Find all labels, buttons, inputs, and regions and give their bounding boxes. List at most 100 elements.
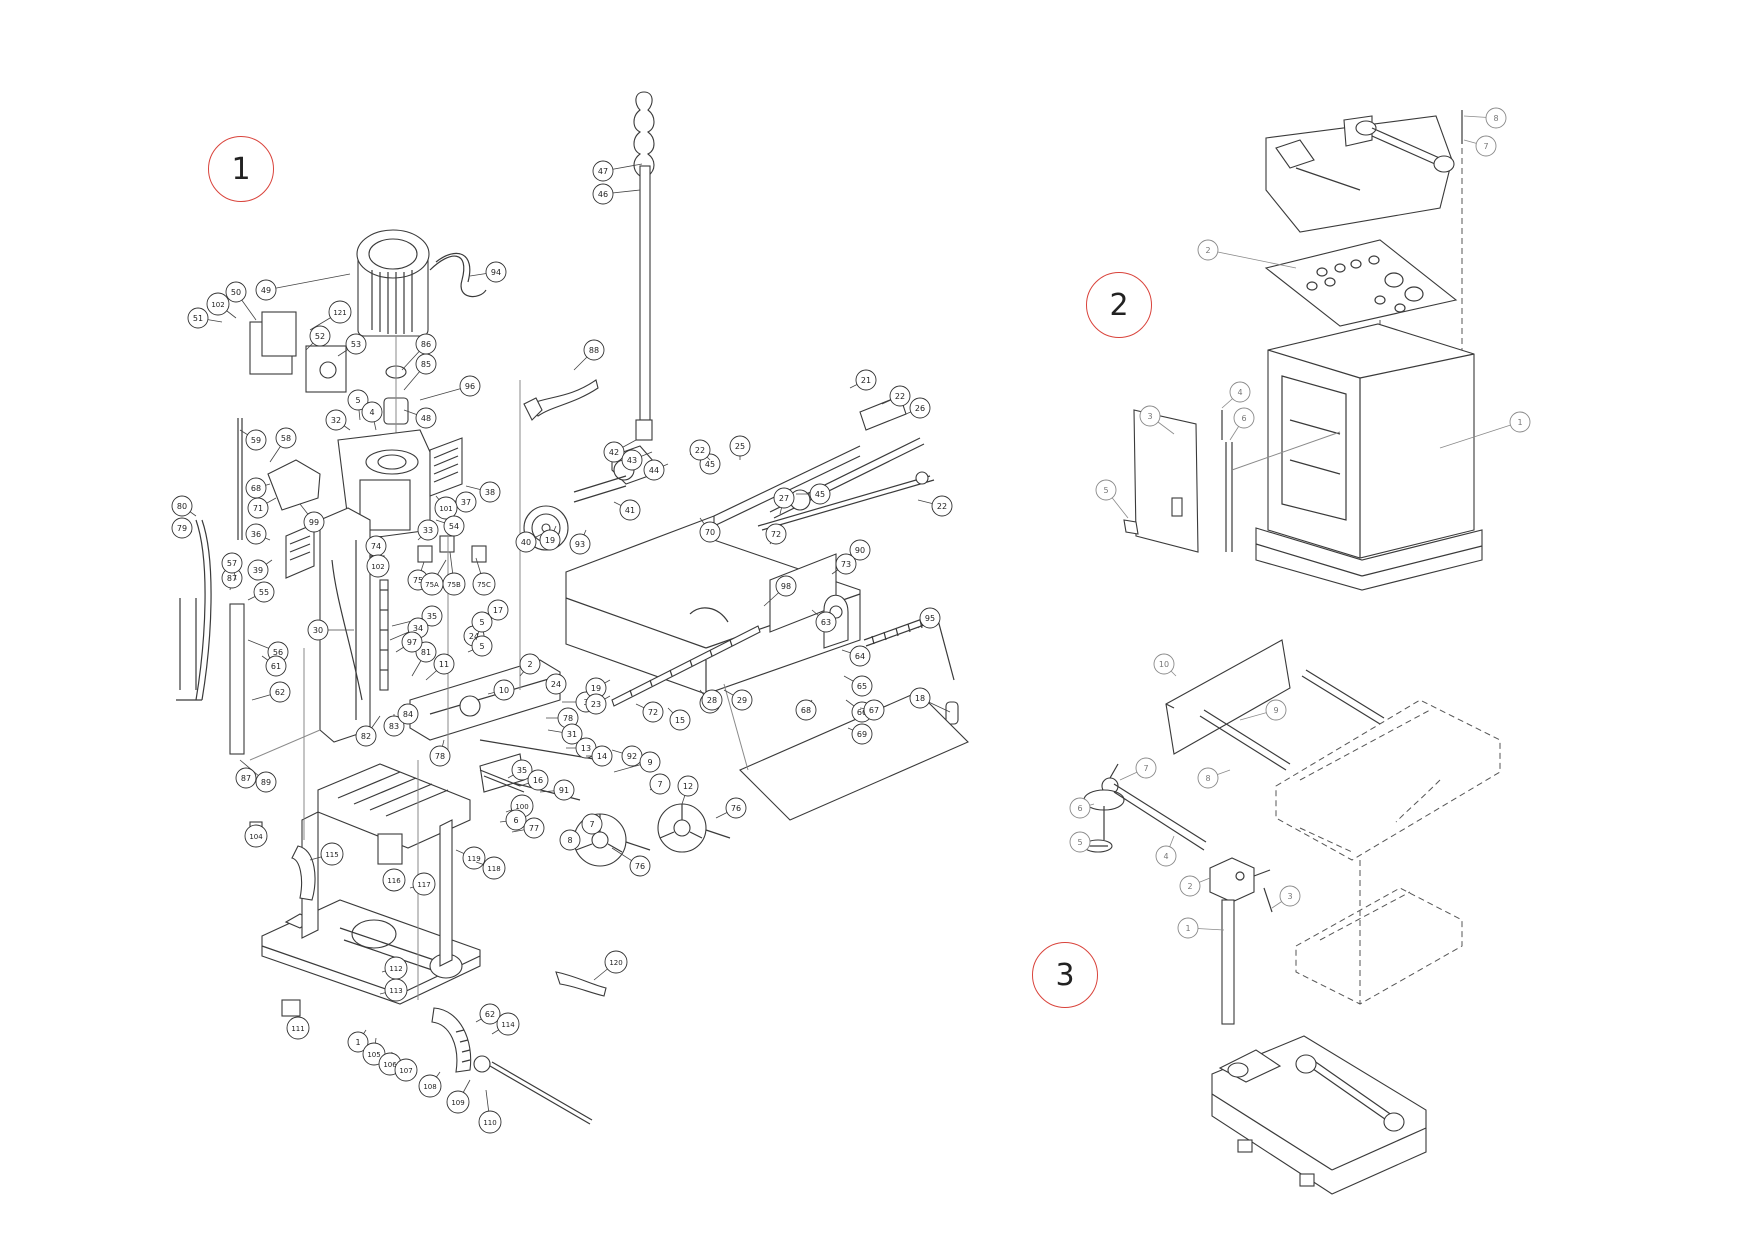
callout-s1-7: 7 xyxy=(581,813,603,835)
callout-bubble xyxy=(253,581,275,603)
callout-s1-88: 88 xyxy=(573,339,605,371)
callout-number: 2 xyxy=(1205,246,1210,255)
callout-number: 117 xyxy=(417,881,430,889)
callout-number: 59 xyxy=(251,436,261,445)
callout-number: 72 xyxy=(648,708,658,717)
callout-number: 8 xyxy=(1493,114,1498,123)
callout-number: 74 xyxy=(371,542,381,551)
carriage-outline xyxy=(1275,699,1501,1005)
callout-number: 4 xyxy=(369,408,374,417)
callout-bubble xyxy=(1509,411,1531,433)
callout-bubble xyxy=(401,631,423,653)
callout-s3-9: 9 xyxy=(1239,699,1287,721)
callout-s1-115: 115 xyxy=(309,842,344,866)
callout-bubble xyxy=(559,829,581,851)
callout-s1-53: 53 xyxy=(337,333,367,357)
callout-s1-63: 63 xyxy=(811,609,837,633)
callout-number: 78 xyxy=(563,714,573,723)
callout-s1-85: 85 xyxy=(403,353,437,391)
callout-bubble xyxy=(459,375,481,397)
callout-s1-72: 72 xyxy=(635,701,664,723)
callout-bubble xyxy=(325,409,347,431)
callout-bubble xyxy=(265,655,287,677)
callout-bubble xyxy=(1179,875,1201,897)
callout-s1-102: 102 xyxy=(206,292,237,319)
callout-s1-67: 67 xyxy=(859,699,885,721)
callout-number: 99 xyxy=(309,518,319,527)
callout-s1-84: 84 xyxy=(397,703,419,725)
callout-bubble xyxy=(931,495,953,517)
callout-number: 5 xyxy=(1077,838,1082,847)
callout-number: 83 xyxy=(389,722,399,731)
callout-bubble xyxy=(455,491,477,513)
callout-number: 111 xyxy=(291,1025,304,1033)
callout-number: 33 xyxy=(423,526,433,535)
callout-bubble xyxy=(347,1031,369,1053)
callout-bubble xyxy=(1177,917,1199,939)
callout-number: 32 xyxy=(331,416,341,425)
callout-s1-118: 118 xyxy=(475,856,506,880)
callout-bubble xyxy=(245,429,267,451)
callout-number: 92 xyxy=(627,752,637,761)
section-3-marker: 3 xyxy=(1032,942,1098,1008)
callout-number: 22 xyxy=(937,502,947,511)
callout-number: 48 xyxy=(421,414,431,423)
callout-number: 91 xyxy=(559,786,569,795)
callout-bubble xyxy=(478,1110,502,1134)
callout-number: 76 xyxy=(731,804,741,813)
callout-bubble xyxy=(355,725,377,747)
callout-s1-114: 114 xyxy=(491,1012,520,1036)
callout-s1-117: 117 xyxy=(409,872,436,896)
callout-bubble xyxy=(1155,845,1177,867)
callout-bubble xyxy=(1139,405,1161,427)
callout-s1-75C: 75C xyxy=(472,557,496,596)
callout-bubble xyxy=(361,401,383,423)
callout-bubble xyxy=(527,769,549,791)
callout-s1-75B: 75B xyxy=(442,551,466,596)
callout-number: 120 xyxy=(609,959,622,967)
callout-s1-95: 95 xyxy=(917,607,941,629)
callout-s3-6: 6 xyxy=(1069,797,1095,819)
callout-bubble xyxy=(244,824,268,848)
stand-top-frame xyxy=(1265,115,1455,233)
callout-number: 52 xyxy=(315,332,325,341)
section-2-assembly xyxy=(1123,110,1483,591)
callout-s1-94: 94 xyxy=(469,261,507,283)
callout-number: 95 xyxy=(925,614,935,623)
callout-number: 115 xyxy=(325,851,338,859)
callout-s1-120: 120 xyxy=(593,950,628,981)
callout-bubble xyxy=(496,1012,520,1036)
callout-number: 35 xyxy=(517,766,527,775)
callout-number: 81 xyxy=(421,648,431,657)
callout-s1-27: 27 xyxy=(773,487,795,515)
callout-bubble xyxy=(482,856,506,880)
callout-number: 7 xyxy=(1143,764,1148,773)
callout-s2-3: 3 xyxy=(1139,405,1175,435)
callout-s1-19: 19 xyxy=(585,677,611,699)
callout-s1-58: 58 xyxy=(269,427,297,463)
callout-number: 45 xyxy=(705,460,715,469)
callout-bubble xyxy=(592,160,614,182)
callout-s1-1: 1 xyxy=(347,1029,369,1053)
callout-number: 6 xyxy=(1077,804,1082,813)
callout-bubble xyxy=(545,673,567,695)
callout-leader xyxy=(1439,421,1521,449)
callout-bubble xyxy=(909,687,931,709)
callout-s3-3: 3 xyxy=(1271,885,1301,909)
callout-bubble xyxy=(1265,699,1287,721)
callout-s2-2: 2 xyxy=(1197,239,1297,269)
callout-s1-16: 16 xyxy=(519,769,549,791)
callout-bubble xyxy=(639,751,661,773)
callout-s3-8: 8 xyxy=(1197,767,1231,789)
callout-bubble xyxy=(394,1058,418,1082)
callout-number: 18 xyxy=(915,694,925,703)
callout-bubble xyxy=(255,279,277,301)
callout-s1-111: 111 xyxy=(286,1016,310,1040)
callout-number: 42 xyxy=(609,448,619,457)
callout-s3-4: 4 xyxy=(1155,835,1177,867)
callout-bubble xyxy=(347,389,369,411)
callout-number: 88 xyxy=(589,346,599,355)
callout-bubble xyxy=(429,745,451,767)
callout-s1-5: 5 xyxy=(347,389,369,421)
